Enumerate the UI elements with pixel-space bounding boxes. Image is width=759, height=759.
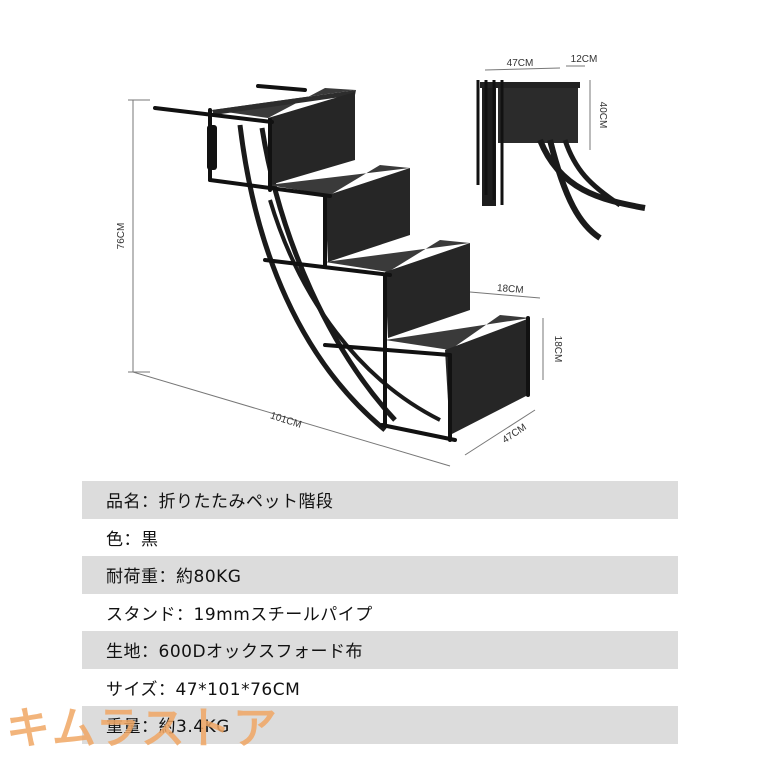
spec-row-fabric: 生地：600Dオックスフォード布 xyxy=(82,631,678,669)
dim-step-depth-label: 18CM xyxy=(496,283,524,296)
dim-folded-width-label: 47CM xyxy=(507,58,534,69)
spec-text: スタンド：19mmスチールパイプ xyxy=(106,604,373,625)
dim-folded-thickness-label: 12CM xyxy=(571,54,598,65)
pet-stairs-unfolded-image xyxy=(153,84,530,442)
spec-row-weight: 重量：約3.4KG xyxy=(82,706,678,744)
store-watermark: キムラストア xyxy=(6,703,279,754)
spec-text: 生地：600Dオックスフォード布 xyxy=(106,642,364,663)
spec-text: 色：黒 xyxy=(106,529,159,550)
spec-text: 品名：折りたたみペット階段 xyxy=(106,492,334,513)
spec-table: 品名：折りたたみペット階段 色：黒 耐荷重：約80KG スタンド：19mmスチー… xyxy=(82,481,678,744)
spec-row-product-name: 品名：折りたたみペット階段 xyxy=(82,481,678,519)
spec-text: サイズ：47*101*76CM xyxy=(106,679,301,700)
dim-height-label: 76CM xyxy=(116,223,127,250)
dim-folded-height-label: 40CM xyxy=(597,102,608,129)
dim-depth-label: 47CM xyxy=(500,422,528,446)
product-illustration: 76CM 101CM 47CM 18CM 18CM 47CM 12CM 40CM xyxy=(116,54,646,467)
dim-step-height-label: 18CM xyxy=(552,336,563,363)
spec-row-size: サイズ：47*101*76CM xyxy=(82,668,678,706)
spec-text: 重量：約3.4KG xyxy=(106,717,230,738)
dim-length-label: 101CM xyxy=(269,410,303,430)
spec-text: 耐荷重：約80KG xyxy=(106,567,242,588)
spec-row-color: 色：黒 xyxy=(82,518,678,556)
pet-stairs-folded-image xyxy=(476,80,646,241)
spec-row-stand: スタンド：19mmスチールパイプ xyxy=(82,593,678,631)
spec-row-load-capacity: 耐荷重：約80KG xyxy=(82,556,678,594)
